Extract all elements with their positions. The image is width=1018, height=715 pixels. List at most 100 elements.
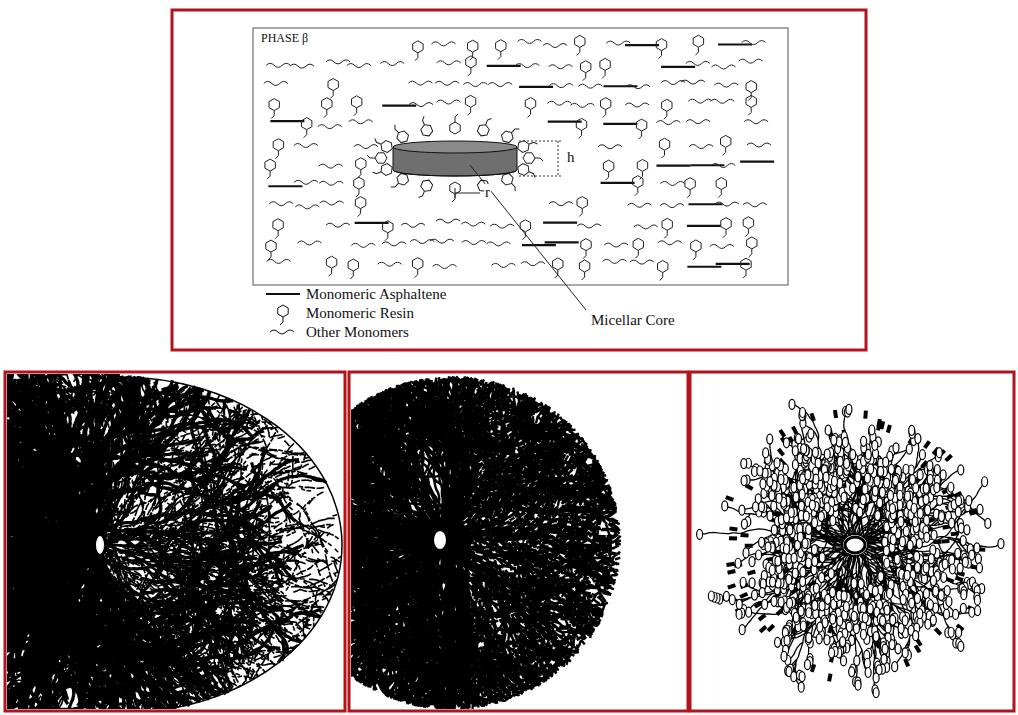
aggregate-tip [853, 624, 859, 634]
resin-monomer [413, 41, 423, 61]
resin-monomer [499, 123, 520, 144]
aggregate-tip [907, 540, 913, 550]
other-monomer [549, 202, 573, 206]
aggregate-tip [882, 644, 888, 654]
aggregate-tip [812, 556, 818, 566]
aggregate-tip [837, 456, 843, 466]
aggregate-tip [909, 598, 915, 608]
aggregate-tip [890, 615, 896, 625]
aggregate-clump [729, 526, 737, 531]
aggregate-branches [351, 377, 620, 708]
resin-monomer [476, 178, 493, 200]
aggregate-tip [862, 484, 868, 494]
aggregate-tip [767, 477, 773, 487]
aggregate-tip [805, 558, 811, 568]
asphaltene-monomer [519, 86, 553, 88]
resin-monomer [746, 95, 756, 115]
legend-text: Other Monomers [306, 324, 409, 340]
other-monomer [626, 85, 650, 89]
aggregate-tip [942, 559, 948, 569]
aggregate-tip [854, 656, 860, 666]
aggregate-tip [903, 464, 909, 474]
aggregate-tip [974, 595, 980, 605]
aggregate-tip [864, 590, 870, 600]
aggregate-clump [726, 562, 735, 567]
other-monomer [625, 103, 649, 107]
other-monomer [437, 61, 461, 65]
aggregate-tip [919, 450, 925, 460]
aggregate-tip [998, 539, 1004, 549]
other-monomer [349, 120, 373, 124]
other-monomer [521, 262, 545, 266]
aggregate-tip [911, 504, 917, 514]
aggregate-tip [792, 568, 798, 578]
aggregate-tip [915, 434, 921, 444]
other-monomer [598, 145, 622, 149]
other-monomer [267, 259, 291, 263]
resin-monomer [633, 238, 643, 258]
other-monomer [714, 83, 738, 87]
aggregate-tip [906, 444, 912, 454]
aggregate-tip [849, 667, 855, 677]
aggregate-tip [850, 450, 856, 460]
aggregate-clump [778, 429, 786, 438]
aggregate-tip [819, 553, 825, 563]
asphaltene-monomer [687, 266, 721, 268]
aggregate-tip [934, 483, 940, 493]
aggregate-figure [697, 399, 1004, 697]
other-monomer [658, 241, 682, 245]
aggregate-tip [823, 472, 829, 482]
micellar-core [393, 141, 517, 176]
aggregate-tip [924, 532, 930, 542]
other-monomer [547, 101, 571, 105]
aggregate-clump [729, 536, 737, 540]
aggregate-tip [851, 578, 857, 588]
aggregate-tip [841, 656, 847, 666]
aggregate-tip [708, 591, 714, 601]
aggregate-clump [759, 625, 768, 633]
other-monomer [747, 143, 771, 147]
aggregate-tip [913, 631, 919, 641]
aggregate-tip [949, 564, 955, 574]
aggregate-tip [723, 591, 729, 601]
resin-monomer [322, 98, 332, 118]
aggregate-clump [833, 410, 838, 419]
aggregate-tip [798, 682, 804, 692]
aggregate-tip [825, 594, 831, 604]
resin-monomer [747, 237, 757, 257]
resin-monomer [383, 221, 393, 241]
aggregate-clump [767, 624, 776, 632]
aggregate-tip [800, 577, 806, 587]
resin-monomer [372, 136, 394, 153]
aggregate-tip [865, 449, 871, 459]
aggregate-figure [7, 374, 342, 709]
other-monomer [294, 144, 318, 148]
aggregate-clump [777, 448, 785, 457]
other-monomer [681, 80, 705, 84]
dimension-marks [455, 141, 586, 310]
aggregate-tip [966, 496, 972, 506]
legend-row: Other Monomers [306, 323, 409, 341]
asphaltene-monomer [656, 165, 690, 167]
aggregate-tip [760, 479, 766, 489]
aggregate-tip [897, 490, 903, 500]
resin-monomer [575, 35, 585, 55]
aggregate-tip [787, 525, 793, 535]
aggregate-tip [749, 557, 755, 567]
aggregate-tip [873, 632, 879, 642]
resin-monomer [496, 40, 506, 60]
aggregate-tip [830, 614, 836, 624]
other-monomer [490, 224, 514, 228]
aggregate-tip [914, 593, 920, 603]
aggregate-tip [912, 517, 918, 527]
aggregate-tip [804, 660, 810, 670]
aggregate-tip [939, 512, 945, 522]
aggregate-tip [792, 569, 798, 579]
asphaltene-monomer [268, 185, 302, 187]
aggregate-tip [770, 577, 776, 587]
other-monomer [712, 65, 736, 69]
aggregate-tip [955, 507, 961, 517]
aggregate-tip [975, 606, 981, 616]
resin-monomer [603, 160, 613, 180]
aggregate-tip [958, 465, 964, 475]
